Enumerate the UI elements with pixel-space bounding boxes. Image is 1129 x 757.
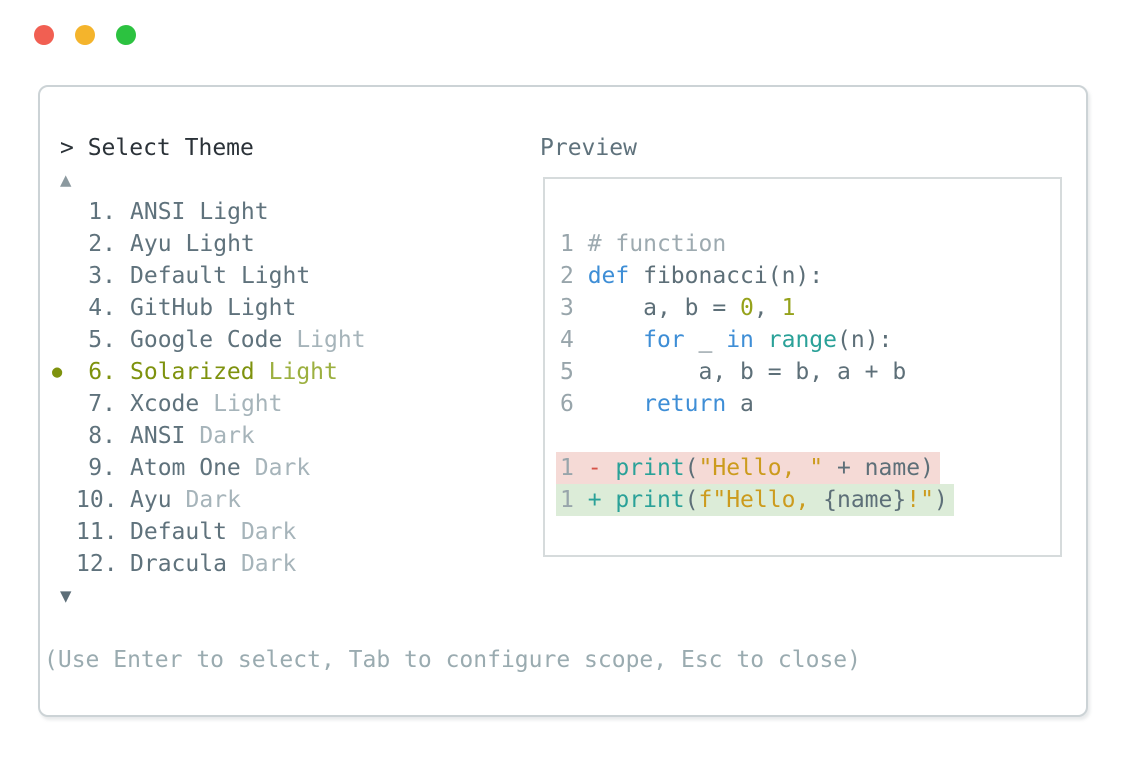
minimize-button[interactable]	[75, 25, 95, 45]
theme-option[interactable]: 5. Google Code Light	[52, 324, 366, 356]
theme-number: 10.	[76, 487, 118, 513]
code-line: 1# function	[560, 231, 727, 257]
theme-variant: Dark	[240, 551, 297, 577]
scroll-down-icon[interactable]: ▼	[60, 585, 72, 607]
theme-option[interactable]: 7. Xcode Light	[52, 388, 366, 420]
theme-option[interactable]: 3. Default Light	[52, 260, 366, 292]
theme-name: Google Code	[130, 327, 283, 353]
theme-number: 8.	[88, 423, 116, 449]
code-line: 6 return a	[560, 391, 754, 417]
theme-name: GitHub	[130, 295, 214, 321]
theme-option[interactable]: 8. ANSI Dark	[52, 420, 366, 452]
theme-number: 9.	[88, 455, 116, 481]
theme-variant: Dark	[254, 455, 311, 481]
code-line: 3 a, b = 0, 1	[560, 295, 796, 321]
theme-number: 6.	[88, 359, 116, 385]
theme-number: 7.	[88, 391, 116, 417]
scroll-up-icon[interactable]: ▲	[60, 169, 72, 191]
theme-number: 3.	[88, 263, 116, 289]
theme-number: 2.	[88, 231, 116, 257]
theme-variant: Dark	[199, 423, 255, 449]
selected-bullet-icon: ●	[52, 362, 63, 382]
theme-number: 4.	[88, 295, 116, 321]
theme-variant: Dark	[185, 487, 241, 513]
theme-picker-dialog: > Select Theme ▲ 1. ANSI Light 2. Ayu Li…	[38, 85, 1088, 717]
code-line: 4 for _ in range(n):	[560, 327, 893, 353]
theme-option[interactable]: 1. ANSI Light	[52, 196, 366, 228]
close-button[interactable]	[34, 25, 54, 45]
diff-line-removed: 1- print("Hello, " + name)	[556, 452, 1050, 484]
diff-line-added: 1+ print(f"Hello, {name}!")	[556, 484, 1050, 516]
theme-variant: Light	[296, 327, 366, 353]
theme-name: Default	[130, 519, 227, 545]
theme-name: ANSI	[130, 199, 186, 225]
theme-variant: Dark	[240, 519, 297, 545]
theme-variant: Light	[185, 231, 255, 257]
theme-variant: Light	[268, 359, 338, 385]
theme-option[interactable]: 2. Ayu Light	[52, 228, 366, 260]
code-line	[560, 420, 1050, 452]
theme-variant: Light	[240, 263, 311, 289]
preview-label: Preview	[540, 135, 637, 161]
theme-number: 12.	[76, 551, 118, 577]
theme-selector-column: > Select Theme ▲ 1. ANSI Light 2. Ayu Li…	[52, 132, 366, 612]
theme-variant: Light	[227, 295, 297, 321]
window-controls	[34, 25, 136, 45]
dialog-title: > Select Theme	[60, 135, 254, 161]
theme-variant: Light	[199, 199, 269, 225]
theme-name: Xcode	[130, 391, 200, 417]
theme-name: Dracula	[130, 551, 227, 577]
theme-option[interactable]: ● 6. Solarized Light	[52, 356, 366, 388]
code-line: 5 a, b = b, a + b	[560, 359, 907, 385]
theme-list: 1. ANSI Light 2. Ayu Light 3. Default Li…	[52, 196, 366, 580]
theme-number: 1.	[88, 199, 116, 225]
theme-number: 5.	[88, 327, 116, 353]
theme-option[interactable]: 11. Default Dark	[52, 516, 366, 548]
theme-name: ANSI	[130, 423, 186, 449]
theme-name: Atom One	[130, 455, 241, 481]
theme-name: Default	[130, 263, 227, 289]
theme-option[interactable]: 12. Dracula Dark	[52, 548, 366, 580]
theme-name: Solarized	[130, 359, 255, 385]
theme-option[interactable]: 10. Ayu Dark	[52, 484, 366, 516]
maximize-button[interactable]	[116, 25, 136, 45]
theme-option[interactable]: 4. GitHub Light	[52, 292, 366, 324]
theme-name: Ayu	[130, 487, 172, 513]
help-text: (Use Enter to select, Tab to configure s…	[44, 647, 861, 673]
theme-option[interactable]: 9. Atom One Dark	[52, 452, 366, 484]
theme-number: 11.	[76, 519, 118, 545]
theme-variant: Light	[213, 391, 283, 417]
theme-name: Ayu	[130, 231, 172, 257]
